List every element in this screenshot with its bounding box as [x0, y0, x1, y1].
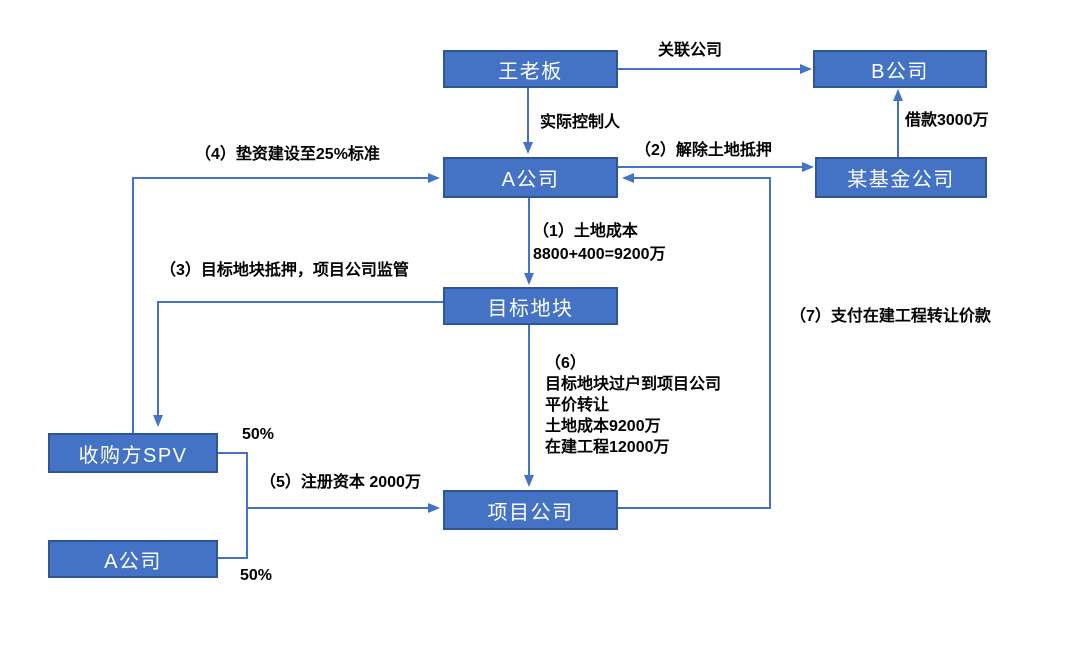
node-wang-laoban-label: 王老板	[498, 60, 563, 83]
label-loan-3000w: 借款3000万	[905, 112, 989, 129]
label-company-a-share-50pct: 50%	[240, 567, 273, 584]
node-fund-company-label: 某基金公司	[847, 169, 955, 191]
node-company-b-label: B公司	[871, 60, 929, 83]
label-step6-line1: （6）	[545, 355, 586, 372]
label-step1-land-cost: （1）土地成本 8800+400=9200万	[533, 220, 666, 266]
label-step6-line5: 在建工程12000万	[545, 439, 670, 456]
node-wang-laoban: 王老板	[443, 50, 618, 88]
line-company-a-bottom-to-project-step5	[218, 508, 248, 559]
label-step5-registered-capital: （5）注册资本 2000万	[260, 474, 421, 491]
arrow-spv-to-company-a-step4	[132, 173, 440, 433]
label-step6-land-transfer: （6） 目标地块过户到项目公司 平价转让 土地成本9200万 在建工程12000…	[545, 353, 721, 458]
node-company-a-bottom: A公司	[48, 540, 218, 578]
node-target-land: 目标地块	[443, 287, 618, 325]
node-project-company-label: 项目公司	[487, 501, 574, 524]
label-step3-land-mortgage-supervision: （3）目标地块抵押，项目公司监管	[160, 262, 409, 279]
label-step6-line4: 土地成本9200万	[545, 418, 661, 435]
arrow-spv-to-project-step5	[218, 452, 440, 513]
label-spv-share-50pct: 50%	[242, 426, 275, 443]
node-company-a-label: A公司	[501, 169, 560, 191]
label-step1-line2: 8800+400=9200万	[533, 246, 666, 263]
arrow-project-to-company-a-step7	[618, 173, 771, 509]
label-step6-line2: 目标地块过户到项目公司	[545, 376, 722, 393]
arrow-land-to-spv-step3	[153, 301, 443, 427]
label-step1-line1: （1）土地成本	[533, 223, 638, 240]
label-actual-controller: 实际控制人	[540, 114, 621, 131]
node-acquirer-spv: 收购方SPV	[48, 433, 218, 473]
label-step7-pay-construction-transfer: （7）支付在建工程转让价款	[790, 308, 991, 325]
node-company-a-bottom-label: A公司	[104, 550, 162, 573]
node-target-land-label: 目标地块	[487, 297, 574, 320]
node-acquirer-spv-label: 收购方SPV	[78, 444, 188, 467]
node-company-a: A公司	[443, 157, 618, 198]
label-affiliated-company: 关联公司	[658, 42, 723, 59]
node-fund-company: 某基金公司	[815, 157, 987, 198]
label-step6-line3: 平价转让	[545, 397, 610, 414]
node-project-company: 项目公司	[443, 490, 618, 530]
label-step4-advance-construction: （4）垫资建设至25%标准	[195, 146, 380, 163]
label-step2-release-mortgage: （2）解除土地抵押	[635, 142, 772, 159]
node-company-b: B公司	[813, 50, 987, 88]
